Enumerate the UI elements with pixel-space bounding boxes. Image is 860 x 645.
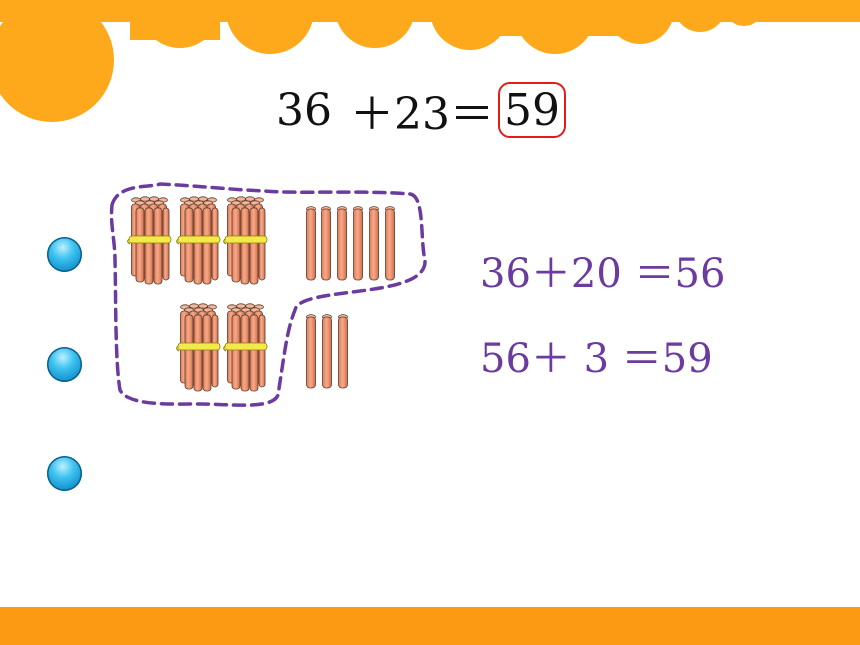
bundle-of-ten xyxy=(223,196,268,285)
equation-operator-part: ＋23＝ xyxy=(350,89,494,140)
bundle-of-ten xyxy=(176,303,221,392)
bundle-of-ten xyxy=(176,196,221,285)
main-equation: 36 ＋23＝ 59 xyxy=(276,80,566,140)
top-wave-banner xyxy=(0,0,860,122)
single-stick xyxy=(337,206,347,281)
bundle-of-ten xyxy=(223,303,268,392)
single-stick xyxy=(338,314,348,389)
single-stick xyxy=(306,314,316,389)
bullet-1 xyxy=(47,237,82,272)
single-stick xyxy=(369,206,379,281)
bullet-3 xyxy=(47,456,82,491)
single-stick xyxy=(321,206,331,281)
single-stick xyxy=(385,206,395,281)
bundle-of-ten xyxy=(127,196,172,285)
step-equation-1: 36＋20 ＝56 xyxy=(480,251,726,297)
single-stick xyxy=(353,206,363,281)
single-stick xyxy=(322,314,332,389)
bullet-2 xyxy=(47,347,82,382)
grouping-outline xyxy=(109,182,427,407)
bottom-bar xyxy=(0,607,860,645)
equation-answer: 59 xyxy=(504,85,560,136)
equation-left-operand: 36 xyxy=(276,84,332,136)
single-stick xyxy=(306,206,316,281)
step-equation-2: 56＋ 3 ＝59 xyxy=(480,336,713,382)
answer-box: 59 xyxy=(498,82,566,138)
